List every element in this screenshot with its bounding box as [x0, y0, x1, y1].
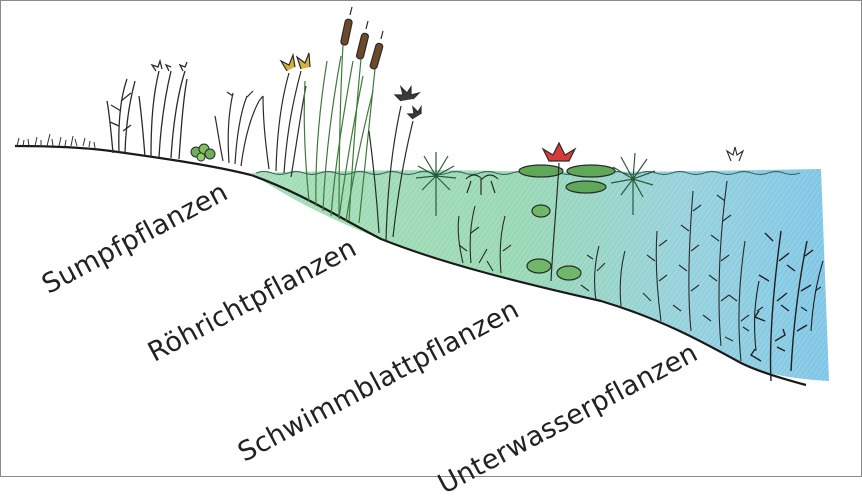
illustration-frame: Sumpfpflanzen Röhrichtpflanzen Schwimmbl…: [0, 0, 862, 477]
sedge-plants: [215, 91, 263, 166]
small-flower-cluster: [191, 144, 215, 161]
marsh-plants: [107, 61, 187, 159]
